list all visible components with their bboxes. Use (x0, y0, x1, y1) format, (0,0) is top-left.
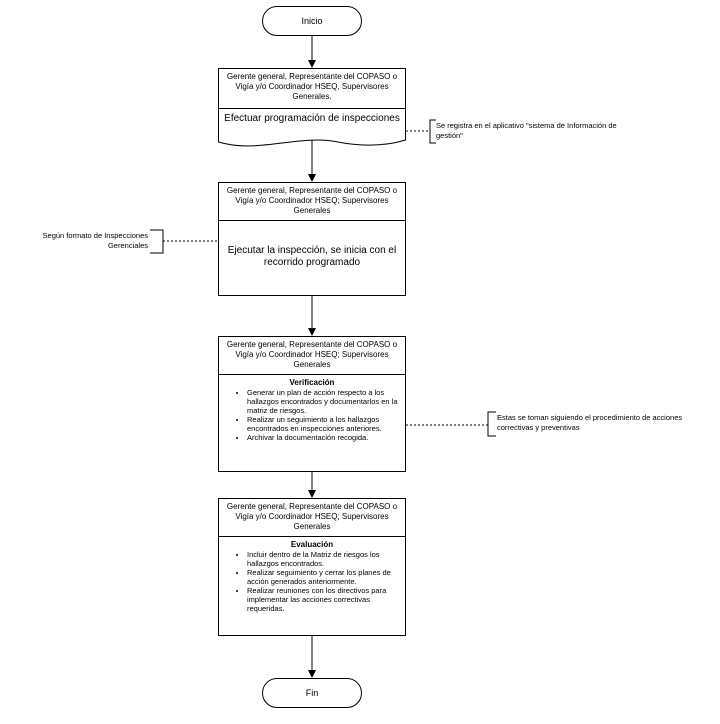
document-wave (218, 138, 406, 147)
step-ejecutar: Gerente general, Representante del COPAS… (218, 182, 406, 296)
evaluacion-item: Realizar seguimiento y cerrar los planes… (247, 568, 401, 586)
evaluacion-list: Incluir dentro de la Matriz de riesgos l… (219, 550, 405, 613)
step1-text: Efectuar programación de inspecciones (218, 109, 406, 139)
step-verificacion: Gerente general, Representante del COPAS… (218, 336, 406, 472)
verificacion-item: Generar un plan de acción respecto a los… (247, 388, 401, 415)
note-registro: Se registra en el aplicativo "sistema de… (436, 121, 617, 140)
verificacion-item: Archivar la documentación recogida. (247, 433, 401, 442)
bracket-acciones (487, 411, 496, 437)
note-acciones: Estas se toman siguiendo el procedimient… (497, 413, 683, 432)
verificacion-item: Realizar un seguimiento a los hallazgos … (247, 415, 401, 433)
verificacion-list: Generar un plan de acción respecto a los… (219, 388, 405, 442)
start-label: Inicio (301, 16, 323, 26)
step1-header-box: Gerente general, Representante del COPAS… (218, 68, 406, 109)
step3-responsible: Gerente general, Representante del COPAS… (219, 337, 405, 375)
step1-responsible: Gerente general, Representante del COPAS… (219, 69, 405, 109)
evaluacion-item: Incluir dentro de la Matriz de riesgos l… (247, 550, 401, 568)
evaluacion-title: Evaluación (290, 540, 334, 549)
step2-responsible: Gerente general, Representante del COPAS… (219, 183, 405, 221)
step2-text: Ejecutar la inspección, se inicia con el… (227, 245, 397, 268)
step-evaluacion: Gerente general, Representante del COPAS… (218, 498, 406, 636)
verificacion-title: Verificación (289, 378, 335, 387)
bracket-formato (150, 229, 164, 254)
end-label: Fin (305, 688, 319, 698)
step4-responsible: Gerente general, Representante del COPAS… (219, 499, 405, 537)
note-formato: Según formato de Inspecciones Gerenciale… (42, 231, 148, 250)
annotation-links (150, 119, 496, 437)
end-terminal: Fin (262, 678, 362, 708)
step-programacion: Gerente general, Representante del COPAS… (218, 68, 406, 148)
evaluacion-item: Realizar reuniones con los directivos pa… (247, 586, 401, 613)
start-terminal: Inicio (262, 6, 362, 36)
bracket-registro (429, 119, 436, 144)
